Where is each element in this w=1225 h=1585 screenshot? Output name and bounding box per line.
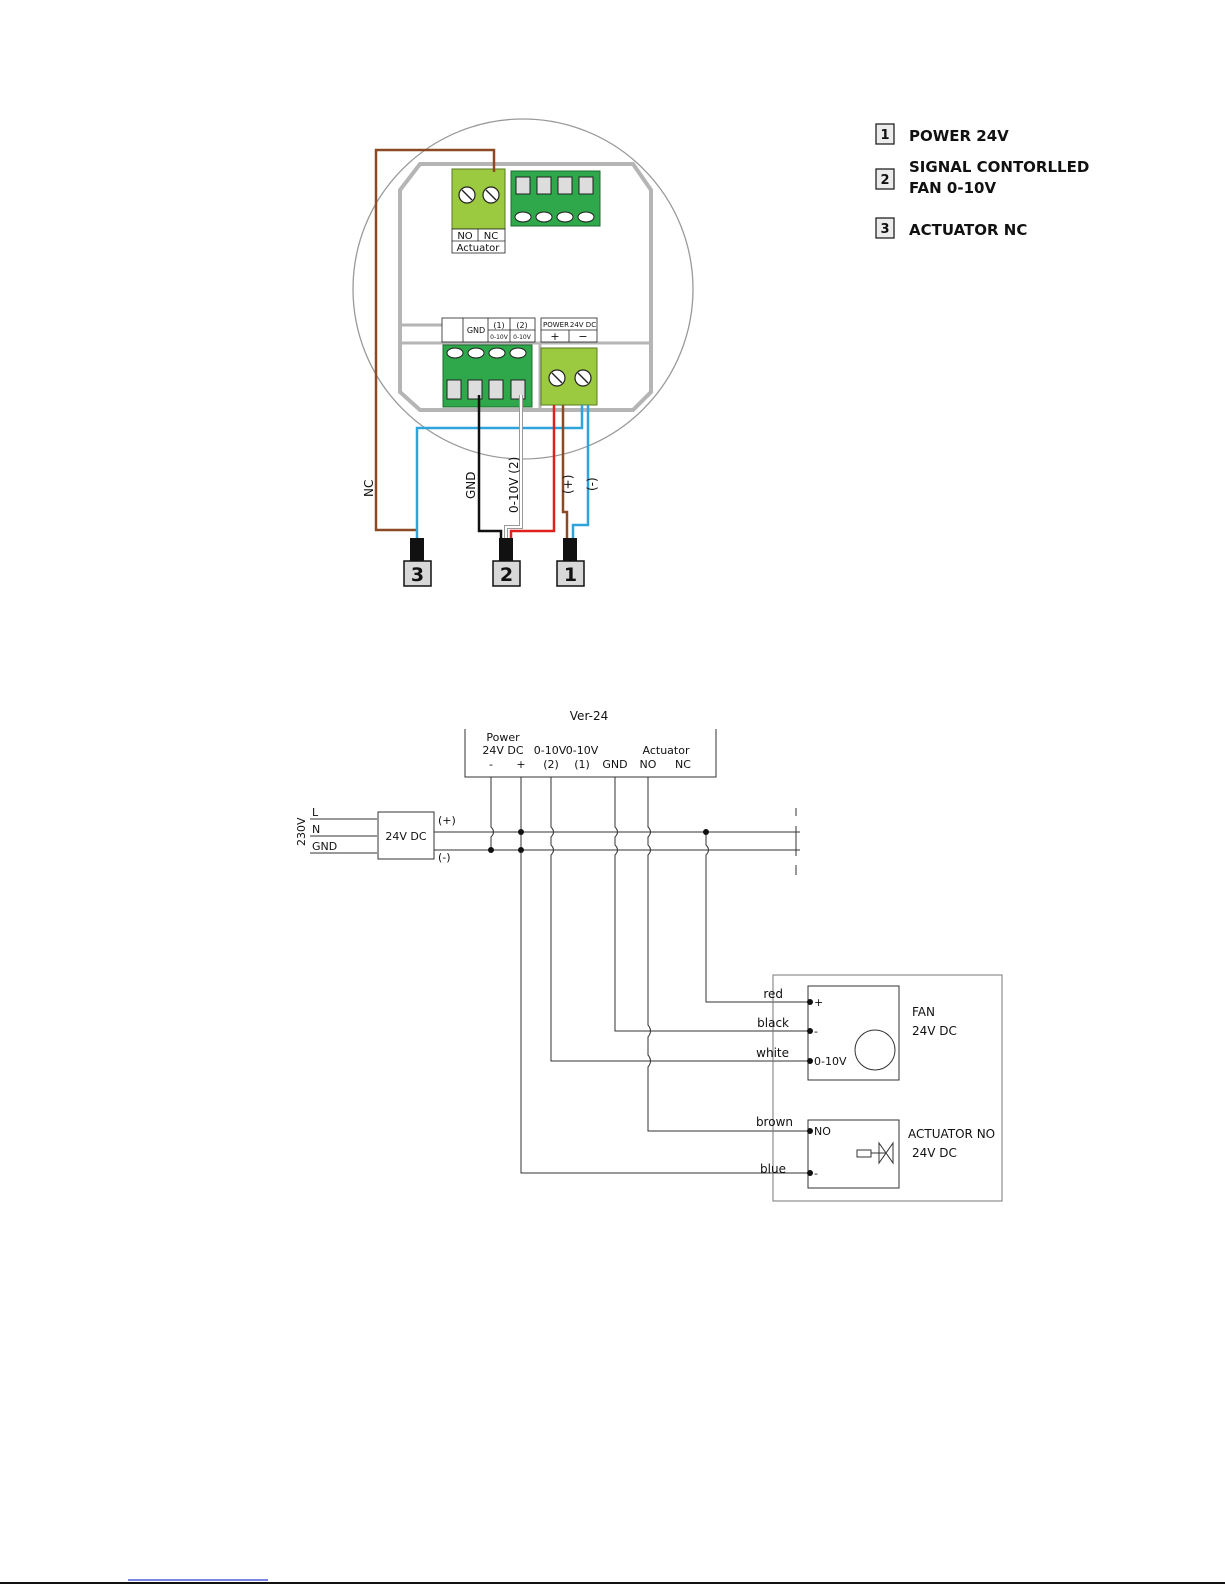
connector-1-plug [563,538,577,562]
actuator-box [807,1119,900,1189]
legend: 1 POWER 24V 2 SIGNAL CONTORLLED FAN 0-10… [875,123,1089,239]
hdr-minus: - [489,758,493,771]
hdr-ch1: (1) [574,758,590,771]
connector-2-num: 2 [500,564,513,586]
wire-blue-minus [571,405,590,540]
hdr-ch2: (2) [543,758,559,771]
actuator-title-label: Actuator [457,243,501,254]
mains-gnd: GND [312,840,337,853]
controller-box [464,729,717,778]
wire-black-gnd [477,395,503,540]
wire-label-gnd: GND [464,471,478,499]
hdr-nc: NC [675,758,691,771]
legend-label-2b: FAN 0-10V [909,179,996,197]
strip-010-2: 0-10V [513,334,532,341]
fan-minus: - [814,1025,818,1038]
act-no: NO [814,1125,831,1138]
wire-nc-brown [374,148,496,532]
connector-1-box [556,560,585,587]
fan-title: FAN [912,1005,935,1019]
legend-label-3: ACTUATOR NC [909,221,1027,239]
schematic-title: Ver-24 [570,709,608,723]
legend-box-3 [875,217,895,239]
device-enclosure [772,974,1003,1202]
act-title: ACTUATOR NO [908,1127,995,1141]
connectors: 3 2 1 [403,538,585,587]
strip-minus: − [578,330,587,343]
legend-box-1 [875,123,895,145]
connector-1-num: 1 [564,564,577,586]
legend-box-2 [875,168,895,190]
strip-010-1: 0-10V [490,334,509,341]
mains-n: N [312,823,320,836]
terminal-drops [490,777,810,1174]
strip-ch2: (2) [516,321,527,330]
inner-plate [398,162,653,412]
strip-gnd: GND [467,326,485,335]
wire-blue-actuator [415,405,584,540]
legend-num-2: 2 [880,173,889,188]
wire-blue-label: blue [760,1162,786,1176]
hdr-actuator: Actuator [643,744,690,757]
connector-3-num: 3 [411,564,424,586]
valve-icon [856,1141,894,1165]
actuator-nc-label: NC [484,231,498,242]
strip-24vdc: 24V DC [570,321,596,329]
psu-plus: (+) [438,814,456,827]
wire-brown-plus [561,405,569,540]
connector-3-box [403,560,432,587]
board-wires [374,148,590,540]
fan-volt: 24V DC [912,1024,957,1038]
hdr-010b: 0-10V [566,744,599,757]
act-minus: - [814,1167,818,1180]
wire-label-010: 0-10V (2) [507,457,521,513]
act-volt: 24V DC [912,1146,957,1160]
wire-label-plus: (+) [561,475,575,494]
mains-label: 230V [295,817,308,846]
connector-2-plug [499,538,513,562]
strip-plus: + [550,330,559,343]
hdr-gnd: GND [602,758,627,771]
fan-plus: + [814,996,823,1009]
mains-l: L [312,806,319,819]
psu-box [377,811,435,860]
schematic: Ver-24 Power 24V DC - + 0-10V 0-10V (2) … [295,709,1003,1202]
wire-brown-label: brown [756,1115,793,1129]
strip-ch1: (1) [493,321,504,330]
psu-label: 24V DC [385,830,426,843]
wire-label-minus: (-) [585,477,599,491]
connector-3-plug [410,538,424,562]
wire-white-label: white [756,1046,789,1060]
hdr-power: Power [486,731,520,744]
wire-red-plus [509,405,556,540]
legend-num-1: 1 [880,128,889,143]
hdr-power-volt: 24V DC [482,744,523,757]
fan-010: 0-10V [814,1055,847,1068]
hdr-plus: + [516,758,525,771]
wire-white-010 [505,395,522,540]
fan-icon [854,1029,896,1071]
legend-label-2: SIGNAL CONTORLLED [909,158,1089,176]
legend-label-1: POWER 24V [909,127,1009,145]
hdr-010a: 0-10V [534,744,567,757]
wire-label-nc: NC [362,480,376,497]
wire-black-label: black [757,1016,789,1030]
psu-minus: (-) [438,851,451,864]
connector-2-box [492,560,521,587]
legend-num-3: 3 [880,222,889,237]
hdr-no: NO [640,758,657,771]
actuator-no-label: NO [457,231,472,242]
wire-red-label: red [763,987,783,1001]
strip-power: POWER [543,321,569,329]
